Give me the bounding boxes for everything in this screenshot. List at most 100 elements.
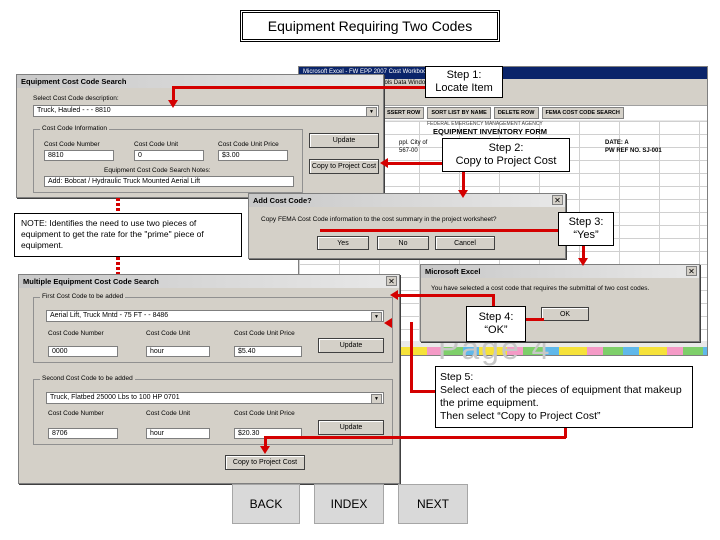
sort-list-button[interactable]: SORT LIST BY NAME	[427, 107, 491, 119]
back-button[interactable]: BACK	[232, 484, 300, 524]
add-cost-code-title: Add Cost Code?	[249, 194, 565, 207]
step2-arrow	[388, 162, 442, 165]
step1-arrow	[172, 86, 425, 89]
col-header-number: Cost Code Number	[44, 141, 100, 148]
step5-arrow	[410, 390, 435, 393]
cost-code-search-title: Equipment Cost Code Search	[17, 75, 383, 88]
cost-code-number-field[interactable]: 8810	[44, 150, 114, 161]
no-button[interactable]: No	[377, 236, 429, 250]
col-header-unit: Cost Code Unit	[134, 141, 179, 148]
form-title: EQUIPMENT INVENTORY FORM	[433, 127, 548, 136]
insert-row-button[interactable]: SSERT ROW	[383, 107, 425, 119]
cost-code-select[interactable]: Truck, Hauled - - - 8810	[33, 105, 379, 117]
cost-code-info-group: Cost Code Information Cost Code Number C…	[33, 125, 303, 193]
first-update-button[interactable]: Update	[318, 338, 384, 353]
next-button[interactable]: NEXT	[398, 484, 468, 524]
index-button[interactable]: INDEX	[314, 484, 384, 524]
first-cost-code-group: First Cost Code to be added Aerial Lift,…	[33, 293, 393, 363]
delete-row-button[interactable]: DELETE ROW	[493, 107, 539, 119]
step2-down-arrow	[462, 172, 465, 190]
step5-bottom-drop	[564, 428, 567, 438]
first-unit-field[interactable]: hour	[146, 346, 210, 357]
search-notes-field[interactable]: Add: Bobcat / Hydraulic Truck Mounted Ae…	[44, 176, 294, 187]
second-number-field[interactable]: 8706	[48, 428, 118, 439]
second-group-label: Second Cost Code to be added	[40, 375, 135, 382]
cost-code-price-field[interactable]: $3.00	[218, 150, 288, 161]
fema-cost-code-search-button[interactable]: FEMA COST CODE SEARCH	[541, 107, 624, 119]
first-col-header-price: Cost Code Unit Price	[234, 330, 295, 337]
excel-toolbar[interactable]	[299, 90, 707, 106]
yes-button[interactable]: Yes	[317, 236, 369, 250]
date-cell: DATE: A PW REF NO. SJ-001	[605, 139, 662, 155]
step1-arrow-drop	[172, 86, 175, 100]
excel-message-dialog: Microsoft Excel ✕ You have selected a co…	[420, 264, 700, 342]
step5-arrowhead	[384, 318, 392, 328]
step5-callout: Step 5: Select each of the pieces of equ…	[435, 366, 693, 428]
applicant-cell: ppl. City of 567-00	[399, 139, 449, 155]
second-col-header-unit: Cost Code Unit	[146, 410, 191, 417]
step3-callout: Step 3: “Yes”	[558, 212, 614, 246]
second-col-header-price: Cost Code Unit Price	[234, 410, 295, 417]
step4-ok-arrow	[526, 318, 544, 321]
sheet-tabs[interactable]	[399, 347, 707, 355]
step5-copy-line	[264, 436, 267, 446]
excel-message-title: Microsoft Excel	[421, 265, 699, 278]
step3-arrow	[320, 229, 558, 232]
note-connector-bottom	[116, 257, 120, 274]
cancel-button[interactable]: Cancel	[435, 236, 495, 250]
cost-code-info-label: Cost Code Information	[40, 125, 110, 132]
step1-arrowhead	[168, 100, 178, 108]
multiple-search-title: Multiple Equipment Cost Code Search	[19, 275, 399, 288]
update-button[interactable]: Update	[309, 133, 379, 148]
cost-code-search-dialog: Equipment Cost Code Search Select Cost C…	[16, 74, 384, 198]
step5-bottom-line	[266, 436, 566, 439]
step4-up-line	[492, 296, 495, 306]
second-col-header-number: Cost Code Number	[48, 410, 104, 417]
step4-left-line	[398, 294, 495, 297]
step2-down-arrowhead	[458, 190, 468, 198]
page-title: Equipment Requiring Two Codes	[240, 10, 500, 42]
copy-to-project-cost-button[interactable]: Copy to Project Cost	[309, 159, 379, 174]
close-icon[interactable]: ✕	[686, 266, 697, 276]
col-header-price: Cost Code Unit Price	[218, 141, 279, 148]
second-cost-code-select[interactable]: Truck, Flatbed 25000 Lbs to 100 HP 0701	[46, 392, 384, 404]
first-group-label: First Cost Code to be added	[40, 293, 126, 300]
step5-copy-arrowhead	[260, 446, 270, 454]
second-update-button[interactable]: Update	[318, 420, 384, 435]
first-price-field[interactable]: $5.40	[234, 346, 302, 357]
step5-up-line	[410, 322, 413, 392]
ok-button[interactable]: OK	[541, 307, 589, 321]
note-box: NOTE: Identifies the need to use two pie…	[14, 213, 242, 257]
step3-down-arrowhead	[578, 258, 588, 266]
first-col-header-number: Cost Code Number	[48, 330, 104, 337]
excel-button-bar: SSERT ROW SORT LIST BY NAME DELETE ROW F…	[299, 106, 707, 120]
step4-callout: Step 4: “OK”	[466, 306, 526, 342]
step2-callout: Step 2: Copy to Project Cost	[442, 138, 570, 172]
excel-message-text: You have selected a cost code that requi…	[431, 285, 650, 292]
applicant-label: ppl. City of	[399, 140, 428, 146]
first-cost-code-select[interactable]: Aerial Lift, Truck Mntd - 75 FT - - 8486	[46, 310, 384, 322]
multi-copy-to-project-cost-button[interactable]: Copy to Project Cost	[225, 455, 305, 470]
step2-arrowhead	[380, 158, 388, 168]
first-col-header-unit: Cost Code Unit	[146, 330, 191, 337]
pwref-value: SJ-001	[642, 148, 662, 154]
add-cost-code-dialog: Add Cost Code? ✕ Copy FEMA Cost Code inf…	[248, 193, 566, 259]
date-value: A	[624, 140, 629, 146]
close-icon[interactable]: ✕	[386, 276, 397, 286]
applicant-number: 567-00	[399, 148, 418, 154]
add-cost-code-message: Copy FEMA Cost Code information to the c…	[261, 216, 497, 223]
pwref-label: PW REF NO.	[605, 148, 641, 154]
cost-code-unit-field[interactable]: 0	[134, 150, 204, 161]
close-icon[interactable]: ✕	[552, 195, 563, 205]
second-cost-code-group: Second Cost Code to be added Truck, Flat…	[33, 375, 393, 445]
second-unit-field[interactable]: hour	[146, 428, 210, 439]
first-number-field[interactable]: 0000	[48, 346, 118, 357]
step4-arrowhead	[390, 290, 398, 300]
note-connector-top	[116, 198, 120, 213]
agency-label: FEDERAL EMERGENCY MANAGEMENT AGENCY	[427, 121, 543, 127]
excel-title-bar: Microsoft Excel - FW EPP 2007 Cost Workb…	[299, 67, 707, 79]
select-description-label: Select Cost Code description:	[33, 95, 119, 102]
search-notes-label: Equipment Cost Code Search Notes:	[104, 167, 211, 174]
step3-down-arrow	[582, 246, 585, 260]
date-label: DATE:	[605, 140, 623, 146]
